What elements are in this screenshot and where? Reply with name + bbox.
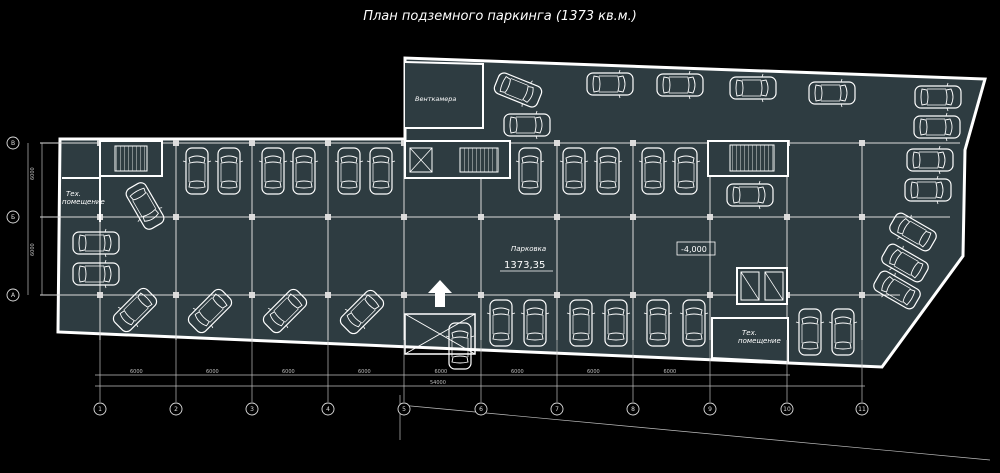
axis-label: 2 xyxy=(174,406,178,413)
row-dimension: 6000 xyxy=(30,243,36,256)
level-mark: -4,000 xyxy=(681,245,707,254)
bay-dimension: 6000 xyxy=(206,369,219,375)
axis-label: 10 xyxy=(783,406,791,413)
axis-circle xyxy=(550,402,564,416)
tech-room-right-label: Тех.помещение xyxy=(738,329,781,345)
dimension-lines xyxy=(27,143,991,461)
axis-markers: 1 2 3 4 5 6 7 8 9 10 11 В Б А xyxy=(6,136,869,416)
axis-circle xyxy=(6,288,20,302)
bay-dimension: 6000 xyxy=(282,369,295,375)
axis-circle xyxy=(703,402,717,416)
axis-label: 3 xyxy=(250,406,254,413)
axis-circle xyxy=(93,402,107,416)
total-dimension: 54000 xyxy=(430,380,446,386)
tech-room-left-label: Тех.помещение xyxy=(62,190,105,206)
structural-grid xyxy=(40,140,960,340)
parking-label: Парковка xyxy=(511,245,546,253)
row-dimension: 6000 xyxy=(30,167,36,180)
axis-circle xyxy=(474,402,488,416)
bay-dimension: 6000 xyxy=(587,369,600,375)
entrance-arrow xyxy=(428,280,452,307)
bay-dimension: 6000 xyxy=(358,369,371,375)
axis-label: 11 xyxy=(858,406,866,413)
vent-room-label: Венткамера xyxy=(415,95,456,103)
axis-circle xyxy=(6,136,20,150)
axis-label: 7 xyxy=(555,406,559,413)
area-value: 1373,35 xyxy=(504,260,545,271)
axis-label: В xyxy=(11,140,15,147)
dimension-labels: 6000 6000 6000 6000 6000 6000 6000 6000 54000 600… xyxy=(30,167,676,386)
axis-circle xyxy=(855,402,869,416)
axis-label: Б xyxy=(11,214,15,221)
axis-label: 4 xyxy=(326,406,330,413)
axis-circle xyxy=(321,402,335,416)
bay-dimension: 6000 xyxy=(664,369,677,375)
axis-label: 8 xyxy=(631,406,635,413)
axis-circle xyxy=(6,210,20,224)
axis-label: А xyxy=(11,292,16,299)
axis-circle xyxy=(397,402,411,416)
tech-room-left xyxy=(62,177,101,222)
elevator-block xyxy=(736,267,788,305)
bay-dimension: 6000 xyxy=(511,369,524,375)
axis-label: 1 xyxy=(98,406,102,413)
bay-dimension: 6000 xyxy=(435,369,448,375)
axis-label: 9 xyxy=(708,406,712,413)
vent-room xyxy=(404,61,484,129)
plan-title: План подземного паркинга (1373 кв.м.) xyxy=(363,9,637,24)
axis-label: 6 xyxy=(479,406,483,413)
axis-circle xyxy=(169,402,183,416)
bay-dimension: 6000 xyxy=(130,369,143,375)
axis-circle xyxy=(780,402,794,416)
entrance-ramp xyxy=(404,313,476,355)
axis-label: 5 xyxy=(402,406,406,413)
axis-circle xyxy=(245,402,259,416)
axis-circle xyxy=(626,402,640,416)
tech-room-right xyxy=(711,317,789,364)
